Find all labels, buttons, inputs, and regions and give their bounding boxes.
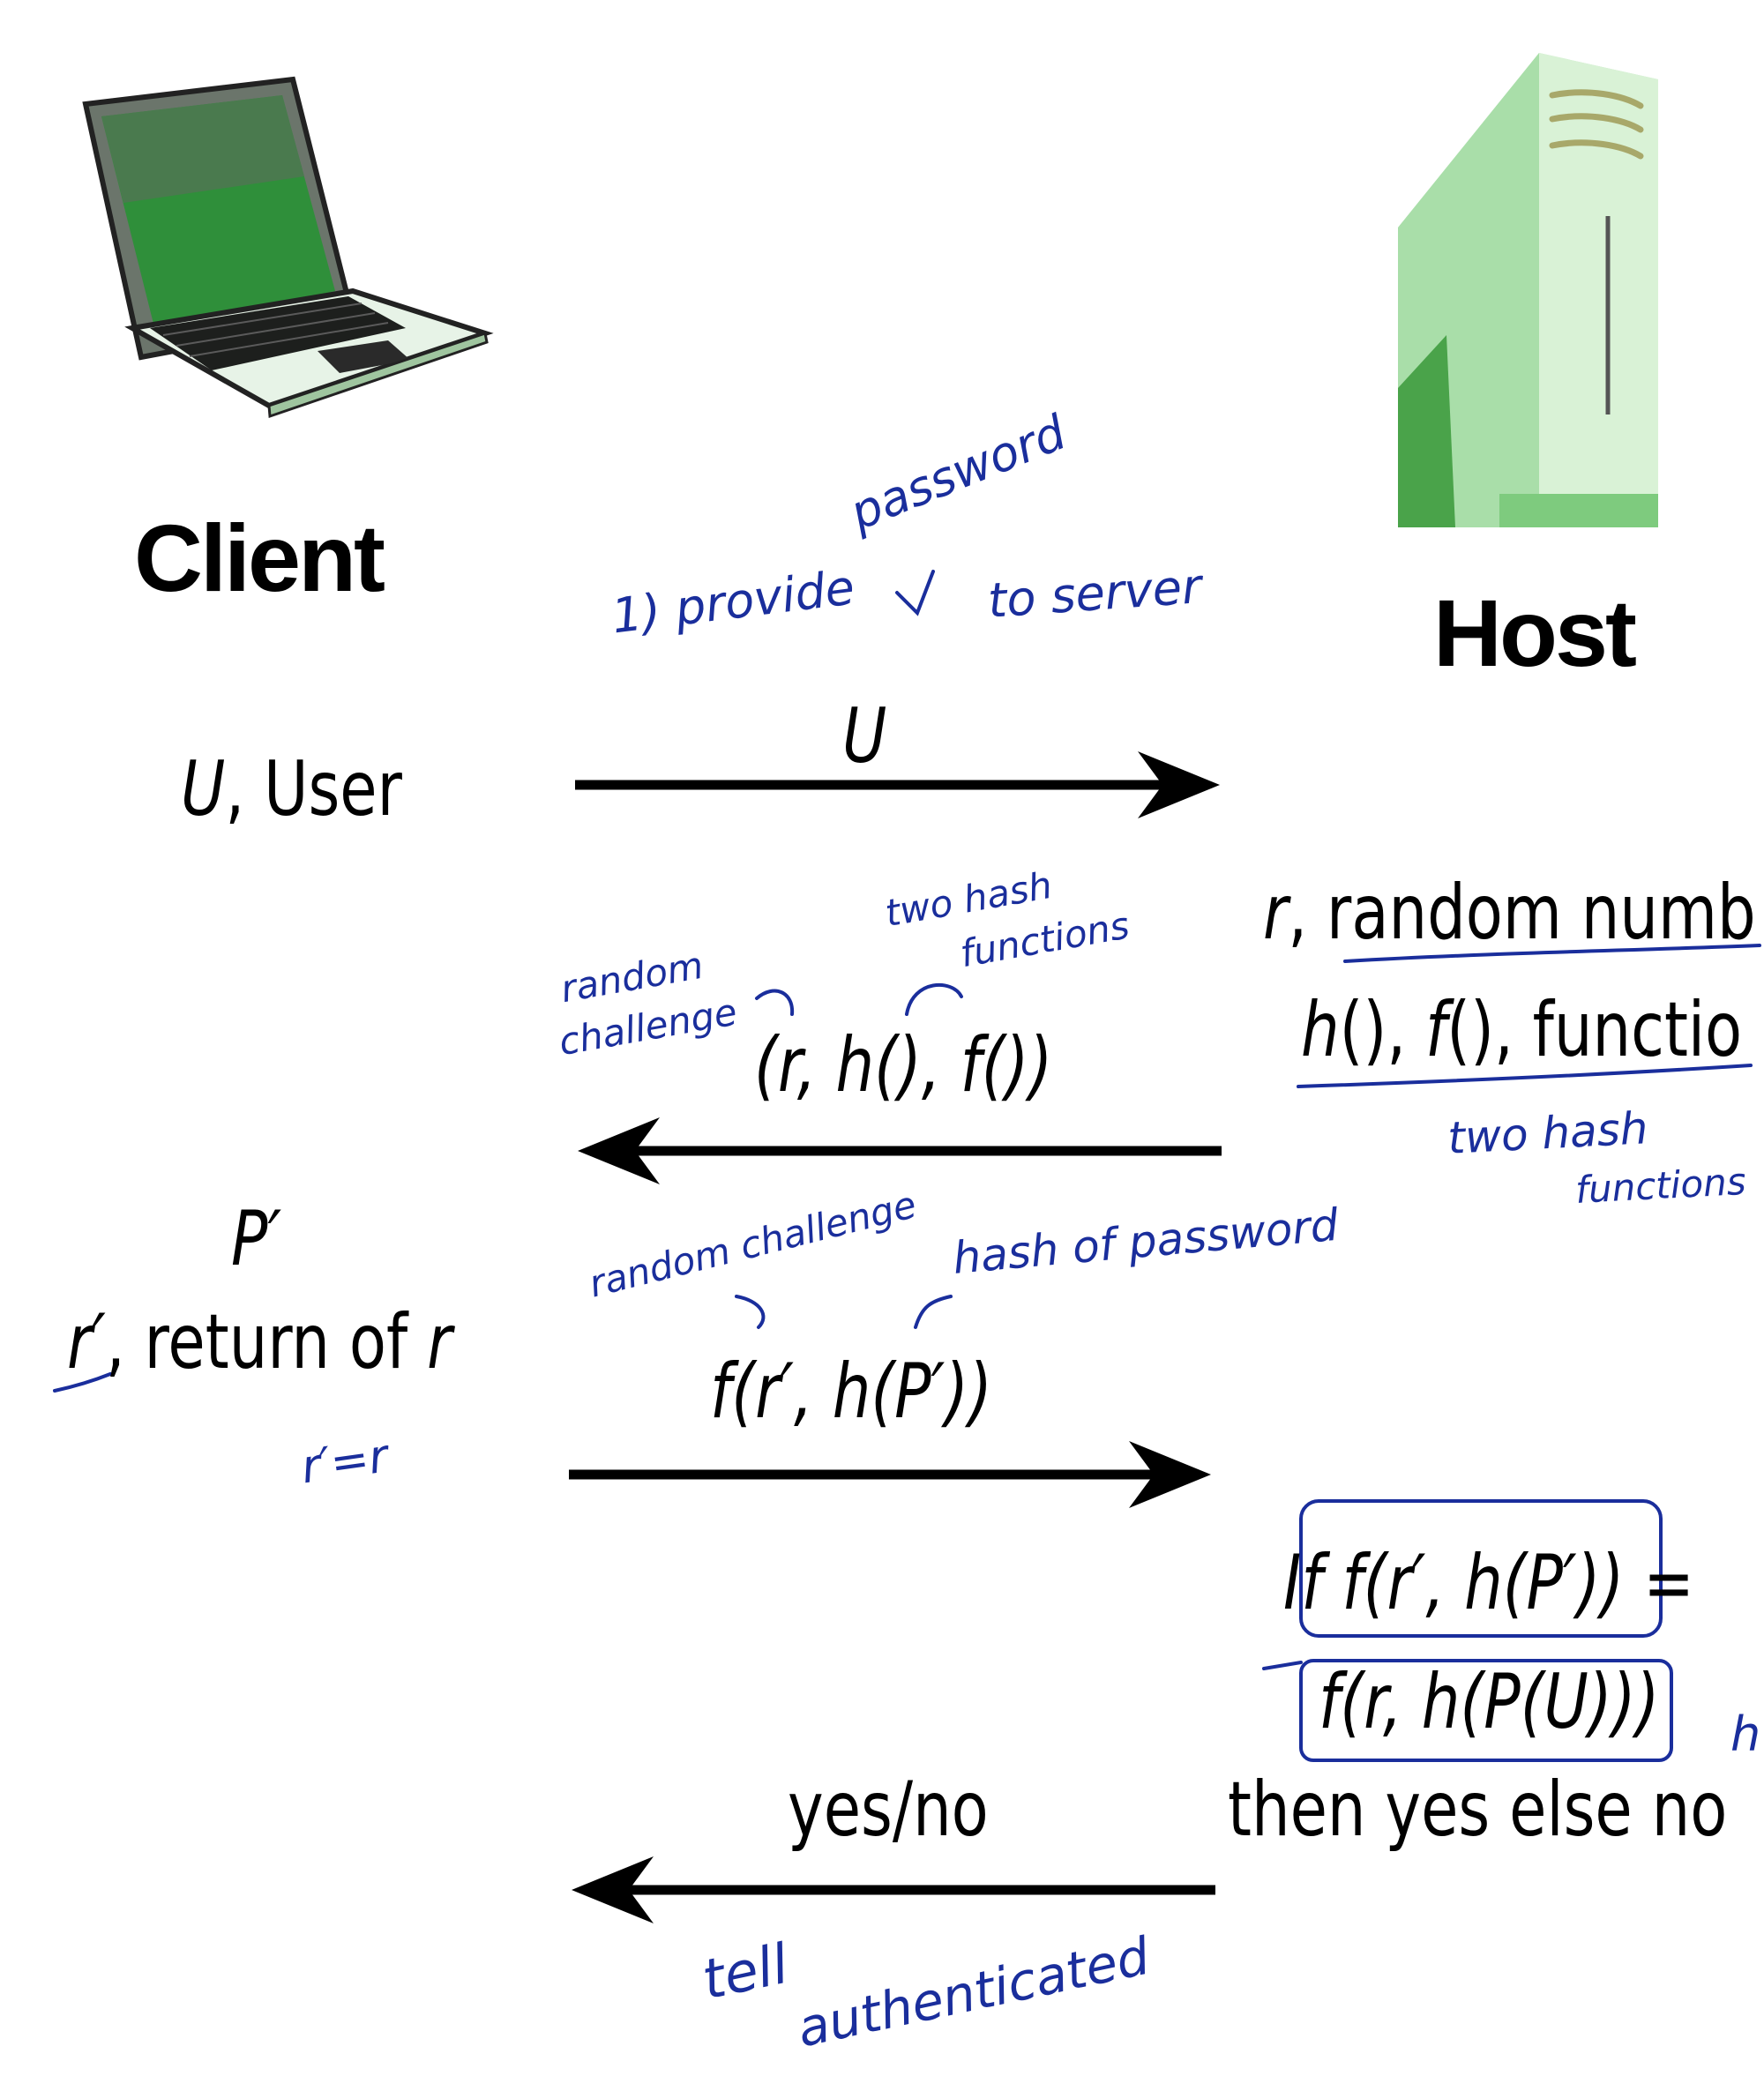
underline-r-prime xyxy=(53,1372,112,1393)
arrow-host-to-client-2 xyxy=(572,1856,1215,1923)
host-label: Host xyxy=(1433,579,1637,686)
return-of-text: , return of xyxy=(105,1298,428,1386)
handwritten-marks xyxy=(53,570,1761,1762)
hook-arrow-2 xyxy=(905,983,963,1016)
check-tick xyxy=(1262,1661,1303,1670)
arrow-host-to-client-1 xyxy=(578,1117,1222,1184)
functions-text: (), functio xyxy=(1446,986,1743,1074)
host-check-line-1: If f(r′, h(P′)) = xyxy=(1283,1539,1694,1627)
user-variable: U xyxy=(181,745,226,833)
laptop-icon xyxy=(82,76,494,419)
r-variable: r xyxy=(427,1298,452,1386)
box-left-term xyxy=(1299,1499,1663,1638)
message-label-2: (r, h(), f()) xyxy=(754,1021,1053,1109)
h-function: h xyxy=(1301,986,1340,1074)
hook-arrow-3 xyxy=(735,1295,766,1329)
host-then-else: then yes else no xyxy=(1228,1766,1728,1854)
checkmark-caret xyxy=(895,570,935,616)
client-p-prime: P′ xyxy=(231,1195,282,1283)
server-tower-icon xyxy=(1398,53,1658,527)
host-check-line-2: f(r, h(P(U))) xyxy=(1319,1658,1660,1746)
client-r-prime-line: r′, return of r xyxy=(67,1298,452,1386)
client-user-line: U, User xyxy=(181,745,402,833)
hook-arrow-4 xyxy=(914,1295,953,1329)
annotation-host-functions: functions xyxy=(1574,1159,1747,1212)
host-random-number-line: r, random numb xyxy=(1263,869,1756,957)
h-parens: (), xyxy=(1339,986,1426,1074)
hook-arrow-1 xyxy=(755,989,795,1016)
host-functions-line: h(), f(), functio xyxy=(1301,986,1742,1074)
underline-functions xyxy=(1297,1064,1753,1088)
random-number-text: , random numb xyxy=(1288,869,1756,957)
message-label-4: yes/no xyxy=(788,1766,989,1854)
client-label: Client xyxy=(134,504,385,611)
r-prime-variable: r′ xyxy=(67,1298,106,1386)
arrow-client-to-host-1 xyxy=(575,751,1220,818)
message-label-3: f(r′, h(P′)) xyxy=(710,1348,992,1436)
message-label-1: U xyxy=(842,692,887,780)
annotation-margin-h: h xyxy=(1730,1706,1761,1762)
annotation-host-two-hash: two hash xyxy=(1446,1102,1649,1164)
arrow-client-to-host-2 xyxy=(569,1441,1211,1508)
box-right-term xyxy=(1299,1659,1673,1762)
user-word: , User xyxy=(225,745,402,833)
underline-random-number xyxy=(1343,944,1761,963)
host-r-variable: r xyxy=(1263,869,1289,957)
f-function: f xyxy=(1425,986,1447,1074)
